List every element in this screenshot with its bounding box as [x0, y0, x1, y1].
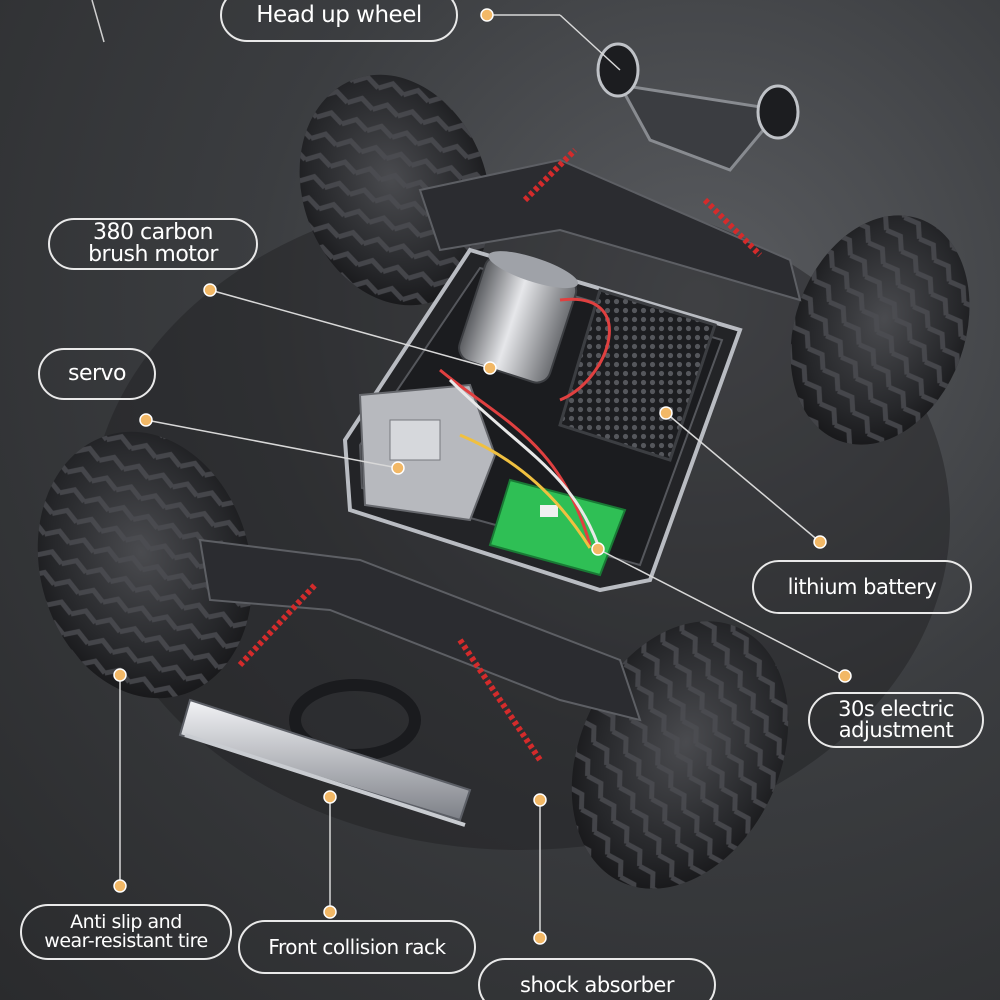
electric-adjustment-board: [488, 478, 627, 577]
label-motor-text: 380 carbon brush motor: [88, 220, 218, 267]
tire-front-left: [37, 431, 253, 699]
dot-shock-label: [533, 931, 547, 945]
dot-motor-target: [483, 361, 497, 375]
label-shock-absorber: shock absorber: [478, 958, 716, 1000]
dot-battery: [659, 406, 673, 420]
label-tire-text: Anti slip and wear-resistant tire: [44, 911, 208, 952]
dot-shock: [533, 793, 547, 807]
front-axle-arms: [198, 538, 642, 722]
label-front-collision-rack: Front collision rack: [238, 920, 476, 974]
lithium-battery-pack: [558, 288, 717, 462]
label-tire: Anti slip and wear-resistant tire: [20, 904, 232, 960]
dot-servo-target: [391, 461, 405, 475]
dot-tire-label: [113, 879, 127, 893]
dot-rack: [323, 790, 337, 804]
servo-unit: [358, 383, 497, 522]
label-lithium-battery-text: lithium battery: [787, 574, 937, 599]
rear-axle-arms: [418, 158, 802, 302]
label-lithium-battery: lithium battery: [752, 560, 972, 614]
dot-motor: [203, 283, 217, 297]
dot-rack-label: [323, 905, 337, 919]
dot-servo: [139, 413, 153, 427]
head-up-wheel-bar: [596, 42, 800, 172]
label-shock-absorber-text: shock absorber: [520, 972, 675, 997]
tire-rear-right: [790, 215, 970, 445]
label-motor: 380 carbon brush motor: [48, 218, 258, 270]
front-collision-rack: [178, 698, 472, 827]
shock-springs: [237, 147, 763, 762]
label-servo-text: servo: [67, 361, 127, 386]
leader-lines: [119, 14, 846, 938]
wires: [439, 297, 611, 549]
label-servo: servo: [38, 348, 156, 400]
decor-line: [91, 0, 105, 43]
dot-head-up-wheel: [480, 8, 494, 22]
dot-tire: [113, 668, 127, 682]
label-head-up-wheel: Head up wheel: [220, 0, 458, 42]
label-head-up-wheel-text: Head up wheel: [256, 1, 422, 28]
dot-electric: [591, 542, 605, 556]
callout-dots: [113, 8, 852, 945]
label-front-collision-rack-text: Front collision rack: [268, 935, 446, 959]
carbon-brush-motor: [458, 251, 579, 384]
label-electric-adjustment-text: 30s electric adjustment: [838, 697, 954, 742]
dot-battery-label: [813, 535, 827, 549]
dot-electric-label: [838, 669, 852, 683]
label-electric-adjustment: 30s electric adjustment: [808, 692, 984, 748]
